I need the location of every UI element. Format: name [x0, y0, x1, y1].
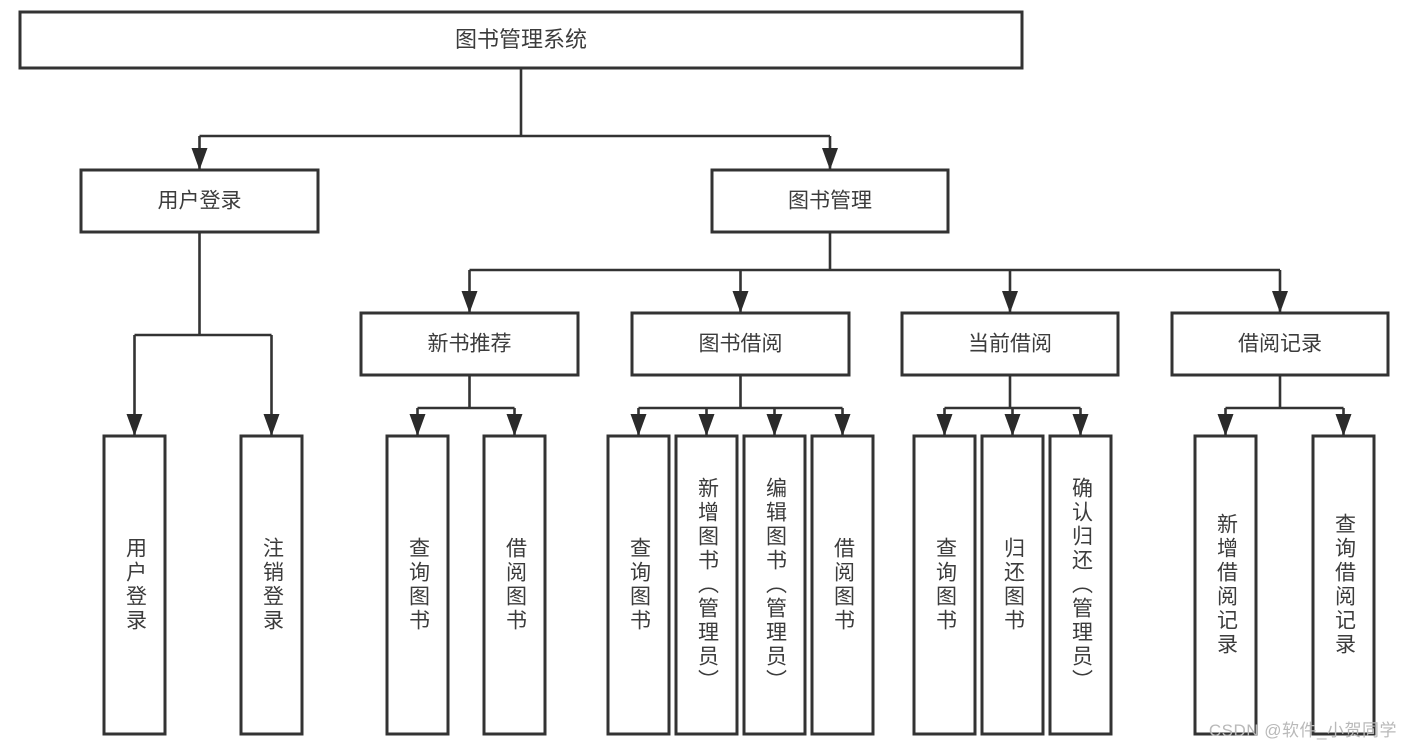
node-book-borrow[interactable]: 图书借阅 [630, 311, 851, 377]
node-leaf-query-book-borrow[interactable] [606, 434, 671, 736]
arrow-head [1002, 291, 1018, 313]
node-box[interactable] [980, 434, 1045, 736]
arrow-head [732, 291, 749, 313]
arrow-head [698, 414, 715, 436]
arrow-head [126, 414, 143, 436]
node-leaf-add-book[interactable] [674, 434, 739, 736]
node-box[interactable] [18, 10, 1024, 70]
node-label: 新书推荐 [428, 333, 512, 356]
node-box[interactable] [1193, 434, 1258, 736]
arrow-head [461, 291, 478, 313]
node-box[interactable] [385, 434, 450, 736]
node-leaf-query-record[interactable] [1311, 434, 1376, 736]
arrow-head [409, 414, 426, 436]
node-label: 用户登录 [158, 190, 242, 213]
node-leaf-return-book[interactable] [980, 434, 1045, 736]
node-box[interactable] [239, 434, 304, 736]
arrow-head [1004, 414, 1021, 436]
node-box[interactable] [810, 434, 875, 736]
node-label: 当前借阅 [968, 333, 1052, 356]
node-box[interactable] [710, 168, 950, 234]
node-leaf-user-login[interactable] [102, 434, 167, 736]
node-user-login[interactable]: 用户登录 [79, 168, 320, 234]
node-box[interactable] [900, 311, 1120, 377]
node-box[interactable] [912, 434, 977, 736]
node-new-book-recommend[interactable]: 新书推荐 [359, 311, 580, 377]
arrow-head [263, 414, 280, 436]
node-box[interactable] [742, 434, 807, 736]
node-leaf-edit-book[interactable] [742, 434, 807, 736]
connector-layer [126, 68, 1352, 436]
node-label: 图书管理 [788, 190, 872, 213]
arrow-head [630, 414, 647, 436]
arrow-head [834, 414, 851, 436]
node-box[interactable] [102, 434, 167, 736]
node-book-manage[interactable]: 图书管理 [710, 168, 950, 234]
node-leaf-borrow-book-new[interactable] [482, 434, 547, 736]
arrow-head [191, 148, 208, 170]
node-leaf-user-logout[interactable] [239, 434, 304, 736]
node-borrow-record[interactable]: 借阅记录 [1170, 311, 1390, 377]
node-box[interactable] [630, 311, 851, 377]
arrow-head [1072, 414, 1089, 436]
node-box[interactable] [606, 434, 671, 736]
node-leaf-add-record[interactable] [1193, 434, 1258, 736]
node-box[interactable] [1311, 434, 1376, 736]
node-leaf-query-book-new[interactable] [385, 434, 450, 736]
watermark: CSDN @软件_小贺同学 [1208, 721, 1397, 740]
node-label: 借阅记录 [1238, 333, 1322, 356]
node-leaf-borrow-book[interactable] [810, 434, 875, 736]
node-leaf-confirm-return[interactable] [1048, 434, 1113, 736]
node-root[interactable]: 图书管理系统 [18, 10, 1024, 70]
arrow-head [506, 414, 523, 436]
arrow-head [766, 414, 783, 436]
node-label: 图书管理系统 [455, 27, 587, 52]
node-label: 图书借阅 [699, 333, 783, 356]
arrow-head [936, 414, 953, 436]
arrow-head [1272, 291, 1288, 313]
node-box[interactable] [79, 168, 320, 234]
node-box[interactable] [1170, 311, 1390, 377]
node-box[interactable] [359, 311, 580, 377]
node-current-borrow[interactable]: 当前借阅 [900, 311, 1120, 377]
node-box[interactable] [674, 434, 739, 736]
arrow-head [822, 148, 838, 170]
arrow-head [1335, 414, 1352, 436]
node-box[interactable] [482, 434, 547, 736]
arrow-head [1217, 414, 1234, 436]
node-leaf-query-book-current[interactable] [912, 434, 977, 736]
node-box[interactable] [1048, 434, 1113, 736]
